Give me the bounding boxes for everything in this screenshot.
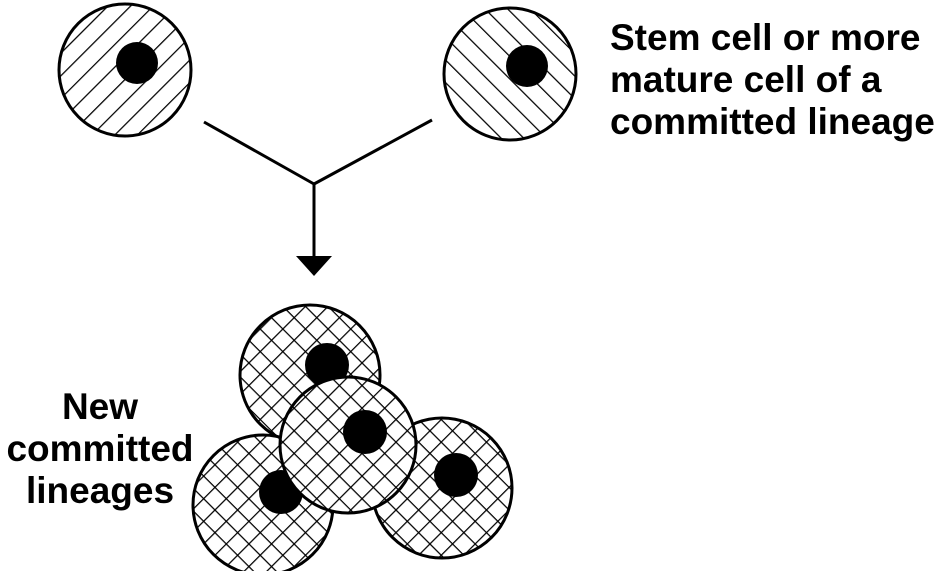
nucleus: [116, 42, 158, 84]
new-lineages-label-line-3: lineages: [25, 470, 175, 511]
nucleus: [343, 410, 387, 454]
nucleus: [305, 343, 349, 387]
parent-cell-right: [442, 6, 578, 142]
new-lineages-label: New committed lineages: [0, 386, 200, 512]
nucleus: [506, 45, 548, 87]
new-cell-center: [278, 375, 418, 515]
parent-cell-label-line-1: Stem cell or more: [610, 17, 921, 58]
new-lineages-label-line-1: New: [61, 386, 139, 427]
parent-cell-label: Stem cell or more mature cell of a commi…: [610, 17, 935, 143]
parent-cell-label-line-2: mature cell of a: [610, 59, 882, 100]
new-lineages-label-line-2: committed: [6, 428, 194, 469]
parent-cell-left: [57, 2, 193, 138]
nucleus: [434, 453, 478, 497]
parent-cell-label-line-3: committed lineage: [610, 101, 935, 142]
merge-connector: [203, 118, 433, 256]
arrow-head: [296, 256, 332, 276]
